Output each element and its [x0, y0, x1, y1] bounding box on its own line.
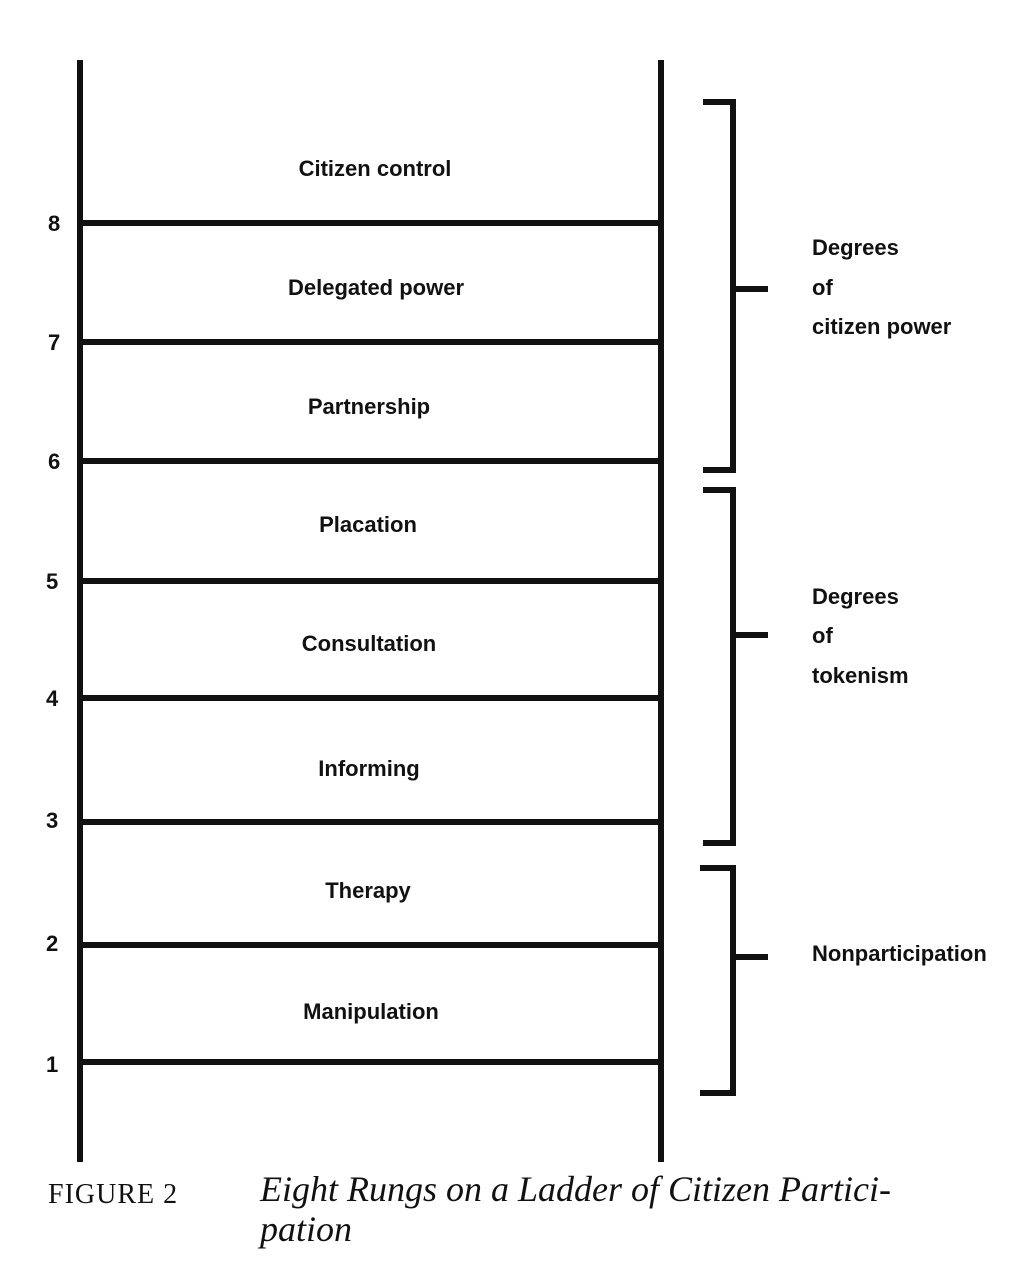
- rung-number-3: 3: [46, 808, 58, 833]
- group-label-citizen-power-line2: of: [812, 275, 833, 300]
- group-label-tokenism-line1: Degrees: [812, 584, 899, 609]
- figure-caption-title-line1: Eight Rungs on a Ladder of Citizen Parti…: [259, 1169, 891, 1209]
- rung-number-1: 1: [46, 1052, 58, 1077]
- rung-number-7: 7: [48, 330, 60, 355]
- rung-label-delegated-power: Delegated power: [288, 275, 464, 300]
- rung-label-manipulation: Manipulation: [303, 999, 439, 1024]
- bracket-tokenism: [703, 487, 768, 846]
- group-label-citizen-power-line3: citizen power: [812, 314, 952, 339]
- group-label-tokenism-line3: tokenism: [812, 663, 909, 688]
- rung-label-informing: Informing: [318, 756, 419, 781]
- bracket-nonparticipation: [700, 865, 768, 1096]
- rung-number-5: 5: [46, 569, 58, 594]
- rung-label-placation: Placation: [319, 512, 417, 537]
- rung-label-therapy: Therapy: [325, 878, 411, 903]
- group-label-citizen-power-line1: Degrees: [812, 235, 899, 260]
- figure-caption-title-line2: pation: [257, 1209, 352, 1249]
- rung-number-4: 4: [46, 686, 59, 711]
- rung-number-6: 6: [48, 449, 60, 474]
- rung-label-consultation: Consultation: [302, 631, 436, 656]
- group-label-tokenism-line2: of: [812, 623, 833, 648]
- rung-number-8: 8: [48, 211, 60, 236]
- group-label-nonparticipation: Nonparticipation: [812, 941, 987, 966]
- rung-number-2: 2: [46, 931, 58, 956]
- rung-label-citizen-control: Citizen control: [299, 156, 452, 181]
- rung-label-partnership: Partnership: [308, 394, 430, 419]
- figure-caption-label: FIGURE 2: [48, 1179, 178, 1210]
- bracket-citizen-power: [703, 99, 768, 473]
